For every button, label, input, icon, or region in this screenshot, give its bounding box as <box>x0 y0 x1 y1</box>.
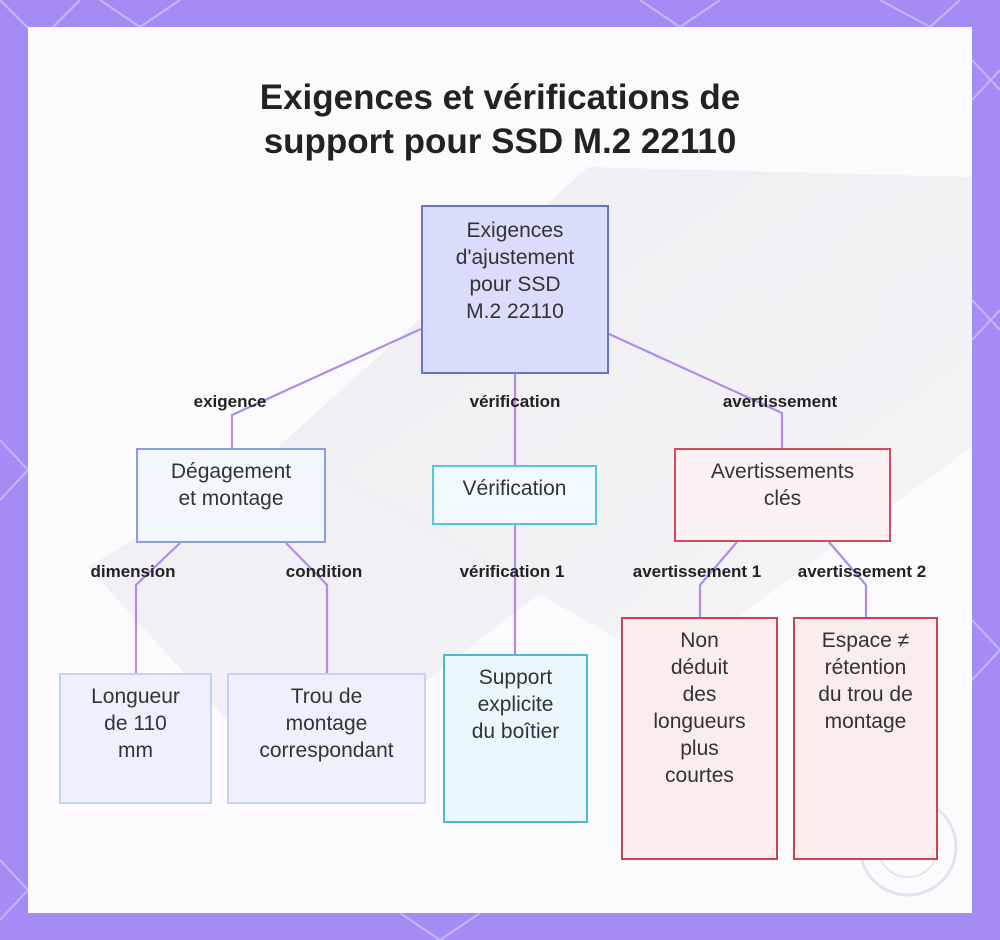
edge-label-condition: condition <box>285 562 363 581</box>
node-space-not-retention: Espace ≠ rétention du trou de montage <box>793 617 938 860</box>
node-text: du boîtier <box>471 720 560 743</box>
node-text: clés <box>763 487 802 510</box>
node-text: Longueur <box>91 685 180 708</box>
node-verification: Vérification <box>432 465 597 525</box>
edge-label-dimension: dimension <box>90 562 176 581</box>
node-text: correspondant <box>259 739 394 762</box>
node-text: longueurs <box>653 710 746 733</box>
node-text: Exigences <box>466 219 564 242</box>
edge-label-avertissement-2: avertissement 2 <box>797 562 927 581</box>
edge-label-exigence: exigence <box>193 392 267 411</box>
node-text: du trou de <box>818 683 913 706</box>
node-not-inferred-shorter: Non déduit des longueurs plus courtes <box>621 617 778 860</box>
node-text: montage <box>824 710 907 733</box>
title-line-1: Exigences et vérifications de <box>259 78 741 117</box>
edge-avertissements-espace <box>828 541 868 617</box>
node-text: mm <box>118 739 153 762</box>
diagram-title: Exigences et vérifications de support po… <box>0 76 1000 164</box>
node-text: et montage <box>178 487 284 510</box>
node-text: Dégagement <box>170 460 292 483</box>
node-case-support: Support explicite du boîtier <box>443 654 588 823</box>
node-root-requirements: Exigences d'ajustement pour SSD M.2 2211… <box>421 205 609 374</box>
edge-label-avertissement: avertissement <box>722 392 838 411</box>
node-text: explicite <box>477 693 554 716</box>
node-key-warnings: Avertissements clés <box>674 448 891 542</box>
node-text: Trou de <box>290 685 363 708</box>
node-text: montage <box>285 712 368 735</box>
node-text: M.2 22110 <box>466 300 564 323</box>
node-text: Espace ≠ <box>821 629 910 652</box>
node-clearance-mounting: Dégagement et montage <box>136 448 326 543</box>
edge-label-verification: vérification <box>469 392 561 411</box>
node-matching-mount-hole: Trou de montage correspondant <box>227 673 426 804</box>
node-length-110mm: Longueur de 110 mm <box>59 673 212 804</box>
node-text: Avertissements <box>710 460 855 483</box>
edge-root-avertissements <box>608 332 784 448</box>
title-line-2: support pour SSD M.2 22110 <box>263 122 737 161</box>
node-text: déduit <box>670 656 729 679</box>
edge-degagement-longueur <box>134 542 181 673</box>
node-text: courtes <box>665 764 734 787</box>
edge-label-verification-1: vérification 1 <box>459 562 565 581</box>
edge-root-degagement <box>230 327 422 448</box>
node-text: Non <box>680 629 719 652</box>
node-text: rétention <box>824 656 907 679</box>
node-text: d'ajustement <box>455 246 575 269</box>
edge-degagement-trou <box>285 542 329 673</box>
node-text: des <box>682 683 717 706</box>
edge-label-avertissement-1: avertissement 1 <box>632 562 762 581</box>
node-text: Support <box>478 666 553 689</box>
node-text: Vérification <box>462 477 567 500</box>
node-text: plus <box>680 737 719 760</box>
node-text: pour SSD <box>469 273 561 296</box>
edge-avertissements-non-deduit <box>698 541 738 617</box>
node-text: de 110 <box>104 712 167 735</box>
